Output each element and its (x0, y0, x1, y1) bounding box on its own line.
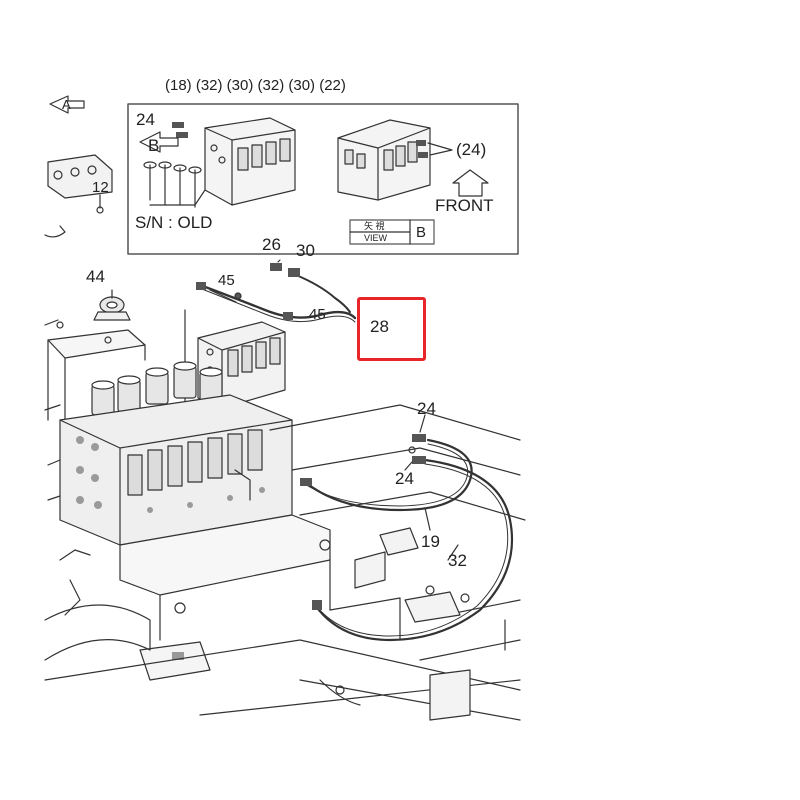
callout-45-right: 45 (309, 306, 326, 323)
hose-28 (196, 259, 357, 323)
control-valve-main (47, 309, 293, 546)
callout-24-upper: 24 (417, 399, 436, 418)
inset-valve-old (143, 117, 296, 208)
callout-24-inset-left: 24 (136, 110, 155, 129)
callout-12: 12 (92, 179, 109, 196)
view-a-label: A (62, 97, 71, 112)
callout-30: 30 (296, 241, 315, 260)
callout-26: 26 (262, 235, 281, 254)
view-box-top-label: 矢 視 (364, 221, 385, 231)
highlight-box-part-28 (357, 297, 426, 361)
view-b-label: B (148, 136, 160, 155)
hoses-19-32 (300, 414, 514, 642)
view-box-word: VIEW (364, 233, 388, 243)
view-a-arrow (49, 95, 85, 114)
callout-19: 19 (421, 532, 440, 551)
mounting-frame (44, 404, 526, 721)
header-text: (18) (32) (30) (32) (30) (22) (165, 77, 346, 94)
left-frame-bracket (44, 319, 146, 431)
bracket-44 (93, 289, 131, 321)
callout-24-lower: 24 (395, 469, 414, 488)
callout-44: 44 (86, 267, 105, 286)
inset-view-b (127, 103, 519, 255)
front-label: FRONT (435, 196, 494, 215)
callout-45-left: 45 (218, 272, 235, 289)
callout-32: 32 (448, 551, 467, 570)
assembly-12 (44, 154, 113, 238)
serial-number-label: S/N : OLD (135, 213, 213, 232)
view-box-letter: B (416, 224, 427, 241)
inset-valve-new (337, 119, 453, 201)
callout-24-inset-right: (24) (456, 140, 487, 159)
callout-28: 28 (370, 317, 389, 336)
